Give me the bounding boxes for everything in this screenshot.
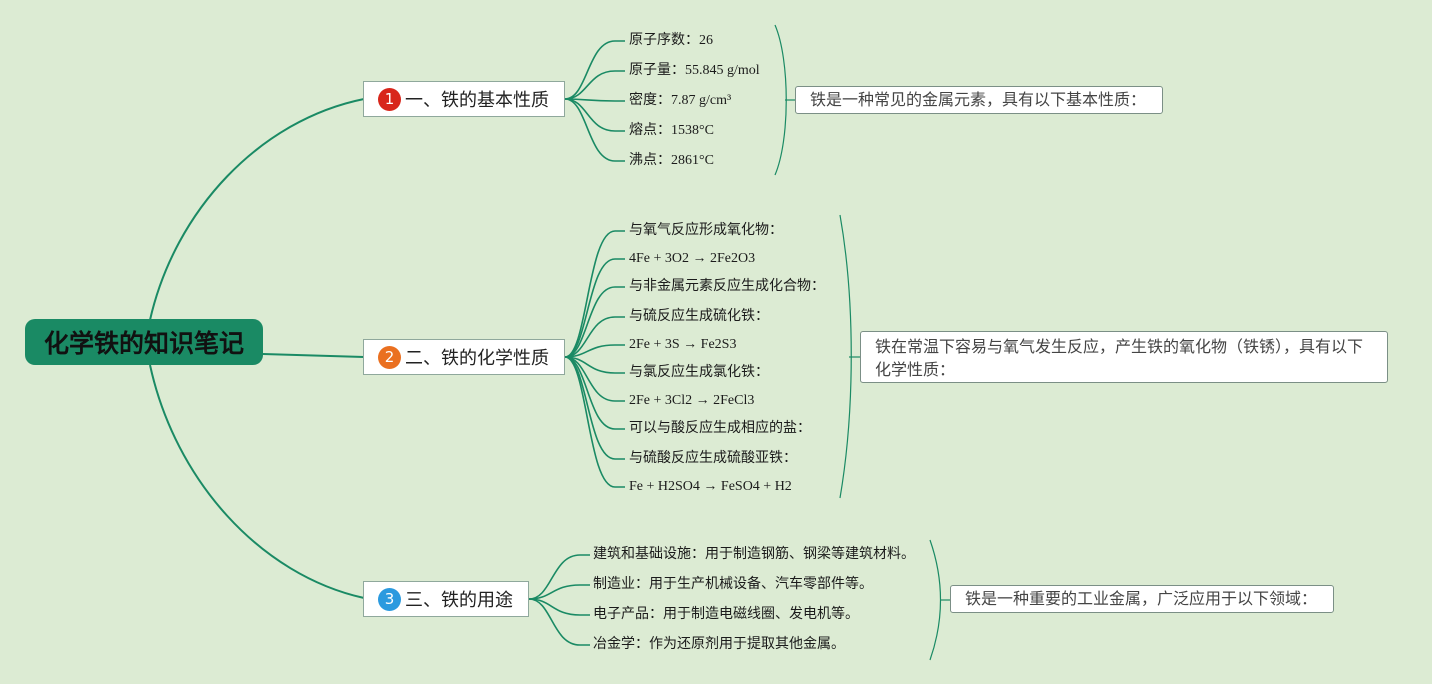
leaf-item[interactable]: 与氯反应生成氯化铁： <box>629 365 769 380</box>
summary-brace-2 <box>839 214 852 499</box>
leaf-item[interactable]: 沸点：2861°C <box>629 153 714 168</box>
connector-branch-3-leaf-2 <box>528 584 590 600</box>
connector-branch-3-leaf-3 <box>528 598 590 616</box>
connector-branch-2-leaf-5 <box>564 344 625 358</box>
root-title: 化学铁的知识笔记 <box>43 329 244 358</box>
number-badge-icon: 3 <box>378 587 401 611</box>
connector-branch-1-leaf-3 <box>564 98 625 102</box>
connector-branch-3-leaf-1 <box>528 554 590 600</box>
summary-basic-properties[interactable]: 铁是一种常见的金属元素，具有以下基本性质： <box>795 86 1163 114</box>
branch-title: 三、铁的用途 <box>405 590 513 611</box>
summary-uses[interactable]: 铁是一种重要的工业金属，广泛应用于以下领域： <box>950 585 1334 613</box>
leaf-item[interactable]: 原子量：55.845 g/mol <box>629 63 760 78</box>
leaf-item[interactable]: 4Fe + 3O2 → 2Fe2O3 <box>629 251 756 266</box>
leaf-item[interactable]: 冶金学：作为还原剂用于提取其他金属。 <box>593 637 845 652</box>
connector-root-branch-2 <box>262 353 365 358</box>
connector-branch-2-leaf-6 <box>564 356 625 374</box>
summary-brace-3 <box>929 539 942 661</box>
connector-root-branch-3 <box>149 364 365 599</box>
leaf-item[interactable]: 制造业：用于生产机械设备、汽车零部件等。 <box>593 577 873 592</box>
number-badge-icon: 2 <box>378 345 401 369</box>
branch-basic-properties[interactable]: 1 一、铁的基本性质 <box>363 81 565 117</box>
number-badge-icon: 1 <box>378 87 401 111</box>
connector-root-branch-1 <box>149 98 365 321</box>
connector-branch-3-leaf-4 <box>528 598 590 646</box>
connector-branch-2-leaf-3 <box>564 286 625 358</box>
leaf-item[interactable]: 与硫酸反应生成硫酸亚铁： <box>629 451 797 466</box>
connector-branch-2-leaf-1 <box>564 230 625 358</box>
connector-branch-2-leaf-2 <box>564 258 625 358</box>
leaf-item[interactable]: 可以与酸反应生成相应的盐： <box>629 421 811 436</box>
summary-chemical-properties[interactable]: 铁在常温下容易与氧气发生反应，产生铁的氧化物（铁锈），具有以下化学性质： <box>860 331 1388 383</box>
leaf-item[interactable]: 2Fe + 3Cl2 → 2FeCl3 <box>629 393 755 408</box>
leaf-item[interactable]: 2Fe + 3S → Fe2S3 <box>629 337 737 352</box>
branch-chemical-properties[interactable]: 2 二、铁的化学性质 <box>363 339 565 375</box>
root-topic[interactable]: 化学铁的知识笔记 <box>25 319 263 365</box>
connector-branch-1-leaf-5 <box>564 98 625 162</box>
connector-branch-1-leaf-1 <box>564 40 625 100</box>
leaf-item[interactable]: 与非金属元素反应生成化合物： <box>629 279 825 294</box>
summary-text: 铁是一种重要的工业金属，广泛应用于以下领域： <box>965 589 1318 608</box>
connector-branch-1-leaf-4 <box>564 98 625 132</box>
leaf-item[interactable]: 原子序数：26 <box>629 33 713 48</box>
connector-branch-2-leaf-8 <box>564 356 625 430</box>
leaf-item[interactable]: 电子产品：用于制造电磁线圈、发电机等。 <box>593 607 859 622</box>
summary-brace-1 <box>774 24 787 176</box>
summary-text: 铁是一种常见的金属元素，具有以下基本性质： <box>810 90 1147 109</box>
branch-title: 一、铁的基本性质 <box>405 90 549 111</box>
leaf-item[interactable]: Fe + H2SO4 → FeSO4 + H2 <box>629 479 792 494</box>
branch-uses[interactable]: 3 三、铁的用途 <box>363 581 529 617</box>
connector-branch-1-leaf-2 <box>564 70 625 100</box>
leaf-item[interactable]: 熔点：1538°C <box>629 123 714 138</box>
leaf-item[interactable]: 密度：7.87 g/cm³ <box>629 93 732 108</box>
branch-title: 二、铁的化学性质 <box>405 348 549 369</box>
leaf-item[interactable]: 建筑和基础设施：用于制造钢筋、钢梁等建筑材料。 <box>593 547 915 562</box>
leaf-item[interactable]: 与氧气反应形成氧化物： <box>629 223 783 238</box>
connector-branch-2-leaf-10 <box>564 356 625 488</box>
leaf-item[interactable]: 与硫反应生成硫化铁： <box>629 309 769 324</box>
summary-text: 铁在常温下容易与氧气发生反应，产生铁的氧化物（铁锈），具有以下化学性质： <box>875 337 1364 379</box>
connector-branch-2-leaf-4 <box>564 316 625 358</box>
